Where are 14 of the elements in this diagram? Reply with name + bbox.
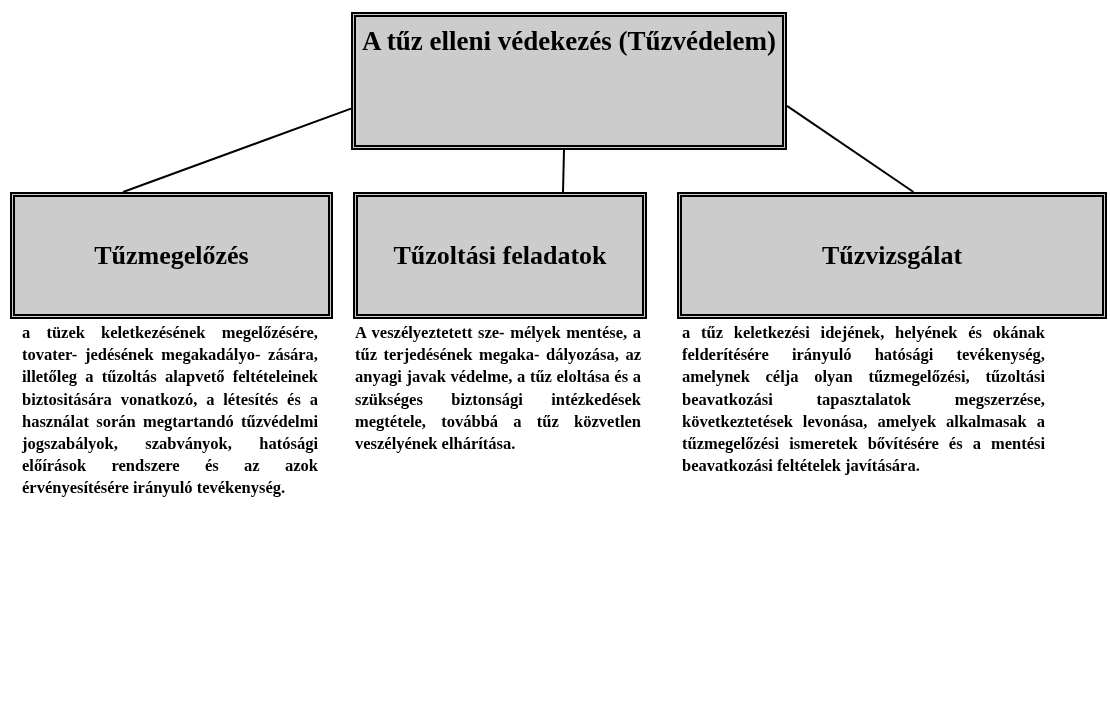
category-box — [10, 192, 333, 319]
connector-line — [122, 107, 352, 193]
box-label: A tűz elleni védekezés (Tűzvédelem) — [361, 25, 777, 58]
box-label: Tűzmegelőzés — [94, 240, 249, 271]
category-box — [677, 192, 1107, 319]
box-label: Tűzvizsgálat — [821, 240, 963, 271]
description-text: a tűz keletkezési idejének, helyének és okának felderítésére irányuló hatósági tevékenység, amelynek célja olyan tűzmegelőzési, tűzoltási beavatkozási tapasztalatok megszerzése, következtetések levonása, amelyek alkalmasak a tűzmegelőzési ismeretek bővítésére és a mentési beavatkozási feltételek javítására. — [682, 322, 1045, 478]
category-box — [353, 192, 647, 319]
title-box — [351, 12, 787, 150]
description-text: a tüzek keletkezésének megelőzésére, tovater- jedésének megakadályo- zására, illetőleg a tűzoltás alapvető feltételeinek biztositására vonatkozó, a létesítés és a használat során megtartandó tűzvédelmi jogszabályok, szabványok, hatósági előírások rendszere és az azok érvényesítésére irányuló tevékenység. — [22, 322, 318, 500]
connector-line — [562, 149, 565, 193]
box-label: Tűzoltási feladatok — [393, 240, 607, 271]
connector-line — [786, 104, 915, 193]
description-text: A veszélyeztetett sze- mélyek mentése, a tűz terjedésének megaka- dályozása, az anyagi javak védelme, a tűz eloltása és a szükséges biztonsági intézkedések megtétele, továbbá a tűz közvetlen veszélyének elhárítása. — [355, 322, 641, 455]
